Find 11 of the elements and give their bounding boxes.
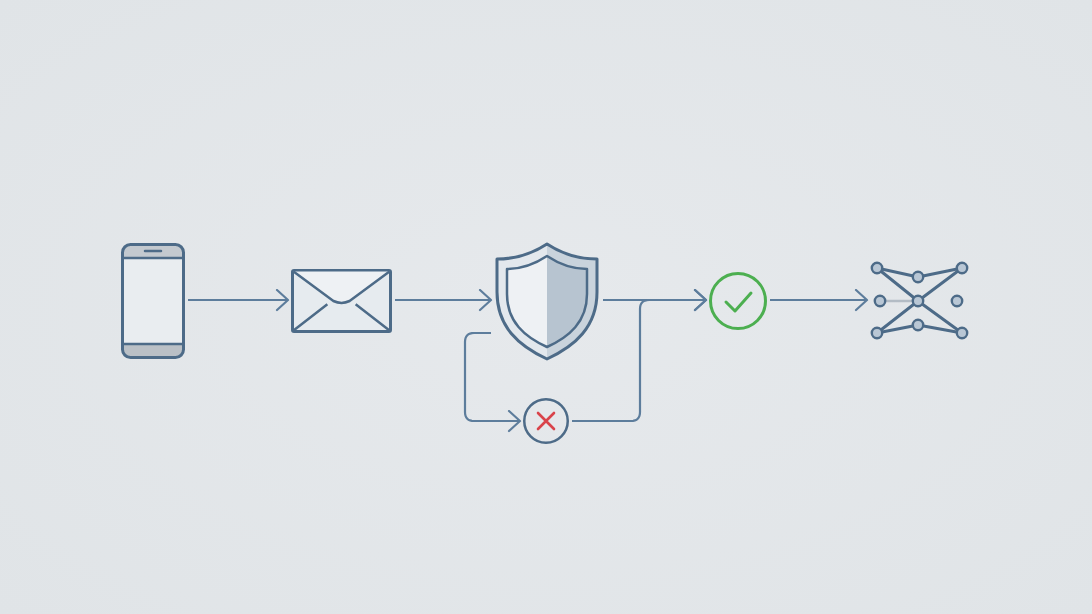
shield-icon <box>494 242 600 362</box>
arrow <box>188 288 290 312</box>
arrow <box>572 288 708 423</box>
arrow <box>463 331 522 433</box>
network-icon <box>870 262 970 340</box>
check-circle-icon <box>709 272 767 330</box>
arrow <box>770 288 869 312</box>
phone-icon <box>121 243 185 359</box>
arrow <box>395 288 493 312</box>
envelope-icon <box>291 269 392 333</box>
cross-circle-icon <box>523 398 569 444</box>
